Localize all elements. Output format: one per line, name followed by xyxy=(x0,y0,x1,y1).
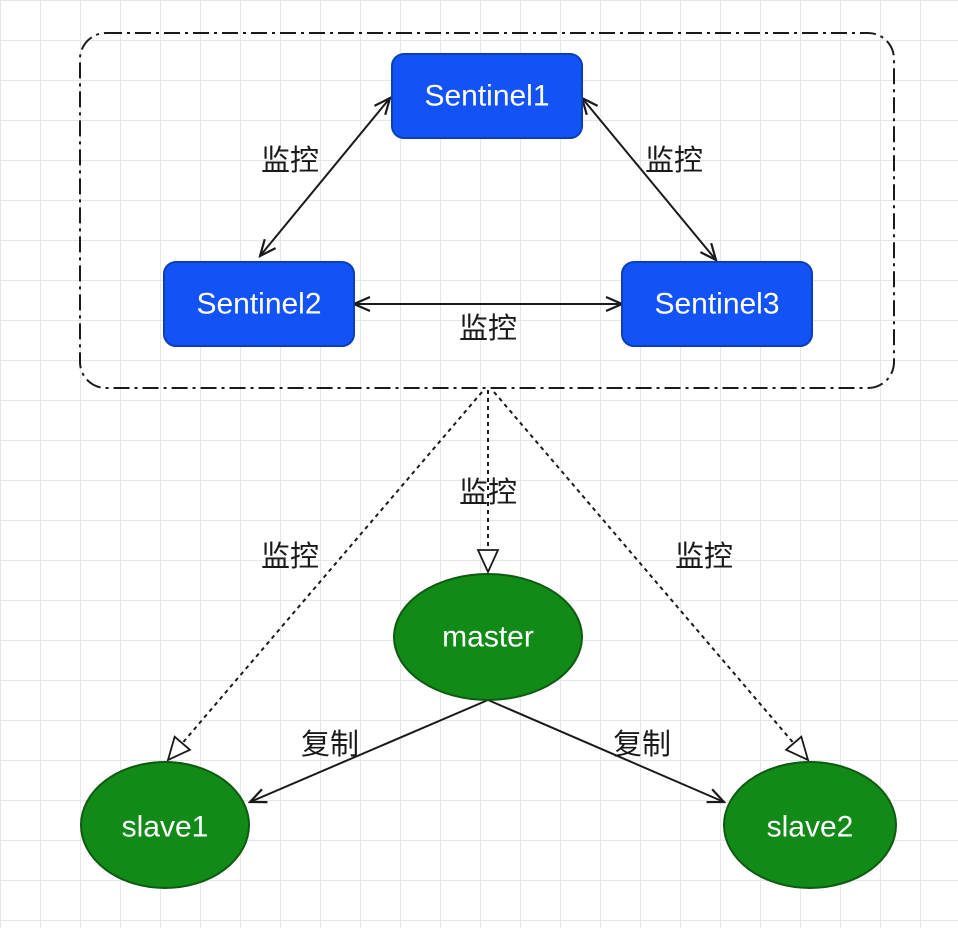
node-master[interactable]: master xyxy=(393,573,583,701)
node-sentinel2[interactable]: Sentinel2 xyxy=(163,261,355,347)
edge-label-group-master: 监控 xyxy=(459,475,517,509)
edge-label-sentinel1-sentinel2: 监控 xyxy=(261,143,319,177)
node-slave1-shape xyxy=(80,761,250,889)
node-sentinel2-label: Sentinel2 xyxy=(196,288,321,321)
node-master-shape xyxy=(393,573,583,701)
edge-label-master-slave1: 复制 xyxy=(301,727,359,761)
node-slave1[interactable]: slave1 xyxy=(80,761,250,889)
node-sentinel1-label: Sentinel1 xyxy=(424,80,549,113)
node-sentinel2-shape xyxy=(163,261,355,347)
edge-sentinel1-sentinel2 xyxy=(260,98,390,256)
edge-label-group-slave1: 监控 xyxy=(261,539,319,573)
node-slave2-label: slave2 xyxy=(767,811,854,844)
edge-master-slave2 xyxy=(487,699,724,802)
node-slave1-label: slave1 xyxy=(122,811,209,844)
node-sentinel1-shape xyxy=(391,53,583,139)
node-master-label: master xyxy=(442,621,534,654)
node-slave2[interactable]: slave2 xyxy=(723,761,897,889)
edge-label-sentinel2-sentinel3: 监控 xyxy=(459,311,517,345)
edge-label-group-slave2: 监控 xyxy=(675,539,733,573)
node-sentinel3-shape xyxy=(621,261,813,347)
node-sentinel3-label: Sentinel3 xyxy=(654,288,779,321)
node-slave2-shape xyxy=(723,761,897,889)
edge-master-slave1 xyxy=(250,699,489,802)
edge-label-sentinel1-sentinel3: 监控 xyxy=(645,143,703,177)
node-sentinel1[interactable]: Sentinel1 xyxy=(391,53,583,139)
node-sentinel3[interactable]: Sentinel3 xyxy=(621,261,813,347)
sentinel-group-boundary xyxy=(79,32,895,389)
edge-group-slave2 xyxy=(493,391,808,760)
edge-sentinel1-sentinel3 xyxy=(582,98,716,260)
edge-label-master-slave2: 复制 xyxy=(613,727,671,761)
edge-group-slave1 xyxy=(168,391,483,760)
